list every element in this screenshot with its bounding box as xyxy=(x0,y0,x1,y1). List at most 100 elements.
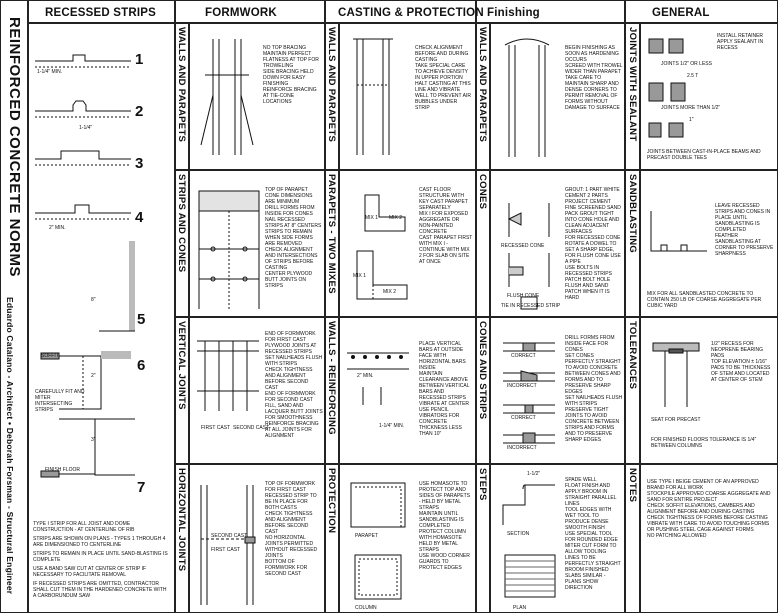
dim-label-3in: 3" xyxy=(91,437,96,443)
general-tolerance-diagram xyxy=(649,339,705,411)
general-joint-c: JOINTS BETWEEN CAST-IN-PLACE BEAMS AND P… xyxy=(647,149,761,161)
row-label-horizontal: HORIZONTAL JOINTS xyxy=(176,468,187,572)
finishing-correct-1: CORRECT xyxy=(511,353,536,359)
side-label-protection: PROTECTION xyxy=(326,468,337,534)
col-rule-4 xyxy=(624,1,626,613)
general-floor-tolerance: FOR FINISHED FLOORS TOLERANCE IS 1/4" BE… xyxy=(651,437,757,449)
strip-elevation-diagrams xyxy=(39,241,135,489)
side-label-parapets-mixes: PARAPETS - TWO MIXES xyxy=(326,174,337,294)
side-label-sealant: JOINTS WITH SEALANT xyxy=(627,27,638,142)
finishing-recessed-cone: RECESSED CONE xyxy=(501,243,545,249)
finishing-tie-strip: TIE IN RECESSED STRIP xyxy=(501,303,561,309)
finishing-cones-diagram xyxy=(501,197,557,317)
side-label-walls-casting: WALLS AND PARAPETS xyxy=(326,27,337,143)
casting-reinforcing-notes: PLACE VERTICAL BARS AT OUTSIDE FACE WITH… xyxy=(419,341,470,437)
general-joint-a: JOINTS 1/2" OR LESS xyxy=(661,61,712,67)
formwork-wall-diagram xyxy=(197,35,257,159)
strip-profile-diagrams xyxy=(33,27,143,237)
row-label-vertical: VERTICAL JOINTS xyxy=(176,321,187,410)
formwork-walls-notes: NO TOP BRACING MAINTAIN PERFECT FLATNESS… xyxy=(263,45,319,105)
general-dim-1in: 1" xyxy=(689,117,694,123)
casting-mix2-a: MIX 2 xyxy=(389,215,403,221)
general-sealant-diagram xyxy=(647,37,687,147)
casting-mix1-b: MIX 1 xyxy=(353,273,367,279)
formwork-strips-notes: TOP OF PARAPET CONE DIMENSIONS ARE MINIM… xyxy=(265,187,322,289)
casting-parapets-notes: CAST FLOOR STRUCTURE WITH KEY CAST PARAP… xyxy=(419,187,473,265)
strip-number-6: 6 xyxy=(137,357,146,374)
casting-mix2-b: MIX 2 xyxy=(383,289,397,295)
general-joint-b: JOINTS MORE THAN 1/2" xyxy=(661,105,721,111)
soffit-label: SOFFIT xyxy=(41,353,59,359)
strip-number-3: 3 xyxy=(135,155,144,172)
casting-parapet-diagram xyxy=(345,191,415,311)
casting-reinforcing-diagram xyxy=(343,347,413,407)
side-label-notes: NOTES xyxy=(627,468,638,503)
formwork-vertical-notes: END OF FORMWORK FOR FIRST CAST PLYWOOD J… xyxy=(265,331,323,439)
strip-number-1: 1 xyxy=(135,51,144,68)
side-label-cones: CONES xyxy=(477,174,488,210)
finishing-wall-diagram xyxy=(497,31,557,161)
side-label-tolerances: TOLERANCES xyxy=(627,321,638,390)
general-tolerance-notes: 1/2" RECESS FOR NEOPRENE BEARING PADS TO… xyxy=(711,341,771,383)
col-rule-2 xyxy=(324,1,326,613)
sheet-authors: Eduardo Catalano - Architect • Deborah F… xyxy=(5,297,15,595)
finishing-cones-strips-notes: DRILL FORMS FROM INSIDE FACE FOR CONES S… xyxy=(565,335,623,443)
label-rule-2 xyxy=(338,22,340,613)
finishing-steps-diagram xyxy=(499,475,561,605)
casting-wall-diagram xyxy=(343,35,403,159)
header-finishing: Finishing xyxy=(487,7,540,19)
finishing-incorrect-1: INCORRECT xyxy=(507,383,537,389)
header-rule xyxy=(27,22,777,24)
casting-mix1-a: MIX 1 xyxy=(365,215,379,221)
side-label-sandblasting: SANDBLASTING xyxy=(627,174,638,254)
formwork-r4-second: SECOND CAST xyxy=(211,533,248,539)
finishing-incorrect-2: INCORRECT xyxy=(507,445,537,451)
recessed-note-1: TYPE I STRIP FOR ALL JOIST AND DOME CONS… xyxy=(33,521,135,533)
formwork-horizontal-diagram xyxy=(197,481,261,609)
strip-number-7: 7 xyxy=(137,479,146,496)
side-label-steps: STEPS xyxy=(477,468,488,501)
header-recessed-strips: RECESSED STRIPS xyxy=(45,7,156,19)
dim-label-2in: 2" xyxy=(91,373,96,379)
header-general: GENERAL xyxy=(652,7,710,19)
general-sealant-notes: INSTALL RETAINER APPLY SEALANT IN RECESS xyxy=(717,33,764,51)
general-seat-precast: SEAT FOR PRECAST xyxy=(651,417,701,423)
formwork-horizontal-notes: TOP OF FORMWORK FOR FIRST CAST RECESSED … xyxy=(265,481,318,577)
general-notes: USE TYPE I BEIGE CEMENT OF AN APPROVED B… xyxy=(647,479,771,539)
casting-dim-114: 1-1/4" MIN. xyxy=(379,423,405,429)
sheet-title: REINFORCED CONCRETE NORMS xyxy=(6,17,23,278)
header-formwork: FORMWORK xyxy=(205,7,277,19)
recessed-note-3: STRIPS TO REMAIN IN PLACE UNTIL SAND-BLA… xyxy=(33,551,168,563)
finishing-walls-notes: BEGIN FINISHING AS SOON AS HARDENING OCC… xyxy=(565,45,623,111)
casting-dim-2in: 2" MIN. xyxy=(357,373,374,379)
finishing-correct-2: CORRECT xyxy=(511,415,536,421)
general-dim-25t: 2.5 T xyxy=(687,73,699,79)
general-sandblast-diagram xyxy=(647,201,711,261)
label-rule-4 xyxy=(639,22,641,613)
dim-label-1: 1-1/4" MIN. xyxy=(37,69,63,75)
general-sandblast-mix: MIX FOR ALL SANDBLASTED CONCRETE TO CONT… xyxy=(647,291,762,309)
dim-label-8in: 8" xyxy=(91,297,96,303)
strip-number-4: 4 xyxy=(135,209,144,226)
finishing-steps-dim: 1-1/2" xyxy=(527,471,541,477)
col-rule-0 xyxy=(27,1,29,613)
side-label-walls-reinforcing: WALLS - REINFORCING xyxy=(326,321,337,435)
finishing-cones-notes: GROUT: 1 PART WHITE CEMENT 2 PARTS PROJE… xyxy=(565,187,621,301)
finishing-section: SECTION xyxy=(507,531,530,537)
col-rule-3 xyxy=(475,1,477,613)
side-label-cones-strips: CONES AND STRIPS xyxy=(477,321,488,420)
label-rule-3 xyxy=(489,22,491,613)
finishing-plan: PLAN xyxy=(513,605,527,611)
dim-label-4: 2" MIN. xyxy=(49,225,66,231)
finishing-steps-notes: SPADE WELL FLOAT FINISH AND APPLY BROOM … xyxy=(565,477,621,591)
label-rule-1 xyxy=(188,22,190,613)
finish-floor-label: FINISH FLOOR xyxy=(45,467,81,473)
casting-protection-notes: USE HOMASOTE TO PROTECT TOP AND SIDES OF… xyxy=(419,481,471,571)
finishing-cones-strips-diagram xyxy=(499,335,559,453)
recessed-note-2: STRIPS ARE SHOWN ON PLANS - TYPES 1 THRO… xyxy=(33,536,166,548)
formwork-r4-first: FIRST CAST xyxy=(211,547,241,553)
casting-walls-notes: CHECK ALIGNMENT BEFORE AND DURING CASTIN… xyxy=(415,45,471,111)
header-casting: CASTING & PROTECTION xyxy=(338,7,484,19)
recessed-notes: TYPE I STRIP FOR ALL JOIST AND DOME CONS… xyxy=(33,521,169,599)
